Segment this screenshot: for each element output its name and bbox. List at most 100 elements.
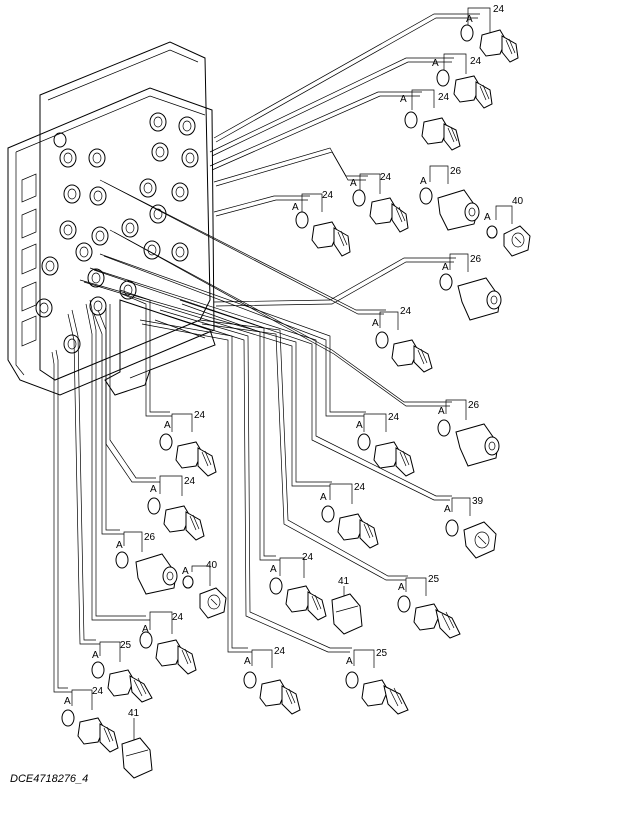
fitting-24	[337, 513, 379, 549]
o-ring	[182, 575, 194, 589]
o-ring	[269, 577, 283, 595]
seal-label: A	[420, 176, 427, 187]
callout-c7: A 40	[484, 196, 531, 257]
o-ring	[159, 433, 173, 451]
seal-label: A	[444, 504, 451, 515]
seal-label: A	[182, 566, 189, 577]
fitting-24	[285, 585, 327, 621]
part-number: 40	[512, 196, 524, 207]
callout-c9: A 24	[159, 410, 217, 477]
o-ring	[419, 187, 433, 205]
seal-label: A	[270, 564, 277, 575]
fitting-24	[453, 75, 493, 109]
fitting-24	[479, 29, 519, 63]
fitting-24	[421, 117, 461, 151]
o-ring	[352, 189, 366, 207]
part-number: 24	[354, 482, 366, 493]
seal-label: A	[92, 650, 99, 661]
part-number: 41	[128, 708, 140, 719]
plug-40	[199, 587, 227, 619]
adapter-26	[437, 189, 480, 231]
seal-label: A	[356, 420, 363, 431]
seal-label: A	[466, 14, 473, 25]
o-ring	[357, 433, 371, 451]
fitting-24	[163, 505, 205, 541]
adapter-26	[457, 277, 502, 321]
seal-label: A	[350, 178, 357, 189]
callout-c24: A 25	[91, 640, 153, 703]
part-number: 26	[470, 254, 482, 265]
part-number: 41	[338, 576, 350, 587]
seal-label: A	[164, 420, 171, 431]
o-ring	[295, 211, 309, 229]
fitting-24	[369, 197, 409, 233]
part-number: 24	[438, 92, 450, 103]
seal-label: A	[150, 484, 157, 495]
callout-c23: A 24	[139, 611, 197, 675]
callout-c25: A 24	[61, 686, 119, 753]
part-number: 39	[472, 496, 484, 507]
part-number: 24	[92, 686, 104, 697]
seal-label: A	[484, 212, 491, 223]
seal-label: A	[292, 202, 299, 213]
part-number: 25	[376, 648, 388, 659]
o-ring	[445, 519, 459, 537]
o-ring	[147, 497, 161, 515]
part-number: 24	[400, 306, 412, 317]
seal-label: A	[116, 540, 123, 551]
callout-c21: A 24	[243, 646, 301, 715]
fitting-25	[107, 669, 153, 703]
o-ring	[439, 273, 453, 291]
o-ring	[243, 671, 257, 689]
o-ring	[437, 419, 451, 437]
callout-c4: A 24	[350, 172, 409, 233]
part-number: 24	[470, 56, 482, 67]
part-number: 40	[206, 560, 218, 571]
part-number: 26	[144, 532, 156, 543]
callout-c16: A 26	[115, 531, 178, 595]
callout-c22: A 25	[345, 648, 409, 715]
o-ring	[115, 551, 129, 569]
fitting-24	[311, 221, 351, 257]
part-number: 24	[493, 4, 505, 15]
seal-label: A	[400, 94, 407, 105]
o-ring	[321, 505, 335, 523]
part-number: 24	[194, 410, 206, 421]
o-ring	[375, 331, 389, 349]
o-ring	[345, 671, 359, 689]
seal-label: A	[372, 318, 379, 329]
o-ring	[91, 661, 105, 679]
part-number: 26	[468, 400, 480, 411]
part-number: 24	[322, 190, 334, 201]
plug-39	[463, 521, 497, 559]
fitting-24	[155, 639, 197, 675]
o-ring	[139, 631, 153, 649]
callout-c8: A 26	[439, 253, 502, 321]
fitting-25	[413, 603, 461, 639]
part-number: 24	[302, 552, 314, 563]
callout-c5: A 24	[292, 190, 351, 257]
callout-c15: A 24	[320, 482, 379, 549]
seal-label: A	[64, 696, 71, 707]
callout-c3: A 24	[400, 89, 461, 151]
callout-c10: A 24	[372, 306, 433, 373]
valve-ports	[35, 112, 199, 354]
plug-40	[503, 225, 531, 257]
seal-label: A	[244, 656, 251, 667]
part-number: 24	[388, 412, 400, 423]
o-ring	[397, 595, 411, 613]
part-number: 25	[428, 574, 440, 585]
part-number: 26	[450, 166, 462, 177]
callout-c2: A 24	[432, 53, 493, 109]
adapter-26	[135, 553, 178, 595]
callout-c13: A 24	[147, 475, 205, 541]
fitting-24	[259, 679, 301, 715]
callout-c6: A 26	[419, 165, 480, 231]
seal-label: A	[432, 58, 439, 69]
callout-c14: A 39	[444, 496, 497, 559]
callout-c19: 41	[331, 576, 363, 635]
o-ring	[486, 225, 498, 239]
cap-41	[331, 593, 363, 635]
part-number: 25	[120, 640, 132, 651]
